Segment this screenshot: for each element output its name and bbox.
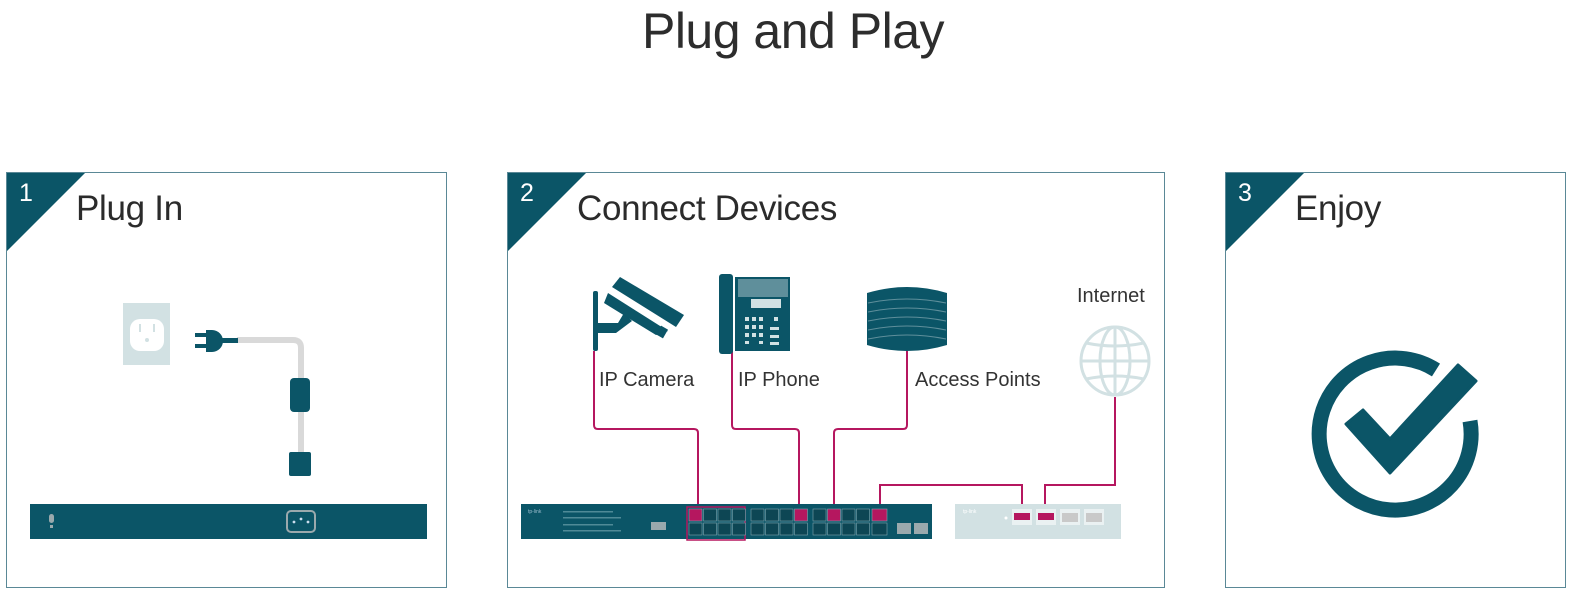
- device-label-internet: Internet: [1077, 285, 1145, 307]
- step-corner-badge: [508, 173, 586, 251]
- ethernet-port: [750, 508, 765, 522]
- ethernet-port: [750, 522, 765, 536]
- ethernet-port: [688, 522, 703, 536]
- connect-devices-illustration: IP Camera IP Phone Access Points Interne…: [521, 274, 1151, 541]
- step-card-connect-devices: 2 Connect Devices: [507, 172, 1165, 588]
- ip-camera-icon: [593, 277, 684, 351]
- phone-cable: [731, 351, 800, 511]
- ethernet-port: [717, 508, 732, 522]
- ethernet-port: [779, 508, 794, 522]
- access-point-icon: [867, 287, 947, 351]
- plug-in-illustration: [30, 303, 427, 539]
- uplink-port: [871, 522, 888, 536]
- ethernet-port: [732, 508, 746, 522]
- ethernet-port: [827, 522, 841, 536]
- power-outlet-icon: [123, 303, 170, 365]
- camera-cable: [593, 351, 699, 511]
- device-label-access-points: Access Points: [915, 369, 1041, 391]
- switch-rear-panel: [30, 504, 427, 539]
- step-title: Plug In: [76, 189, 183, 228]
- step-number: 1: [19, 179, 33, 207]
- internet-cable: [1044, 397, 1116, 513]
- ethernet-port: [794, 522, 808, 536]
- ethernet-port: [717, 522, 732, 536]
- ethernet-cables: [593, 351, 1116, 513]
- ethernet-port: [688, 508, 703, 522]
- device-label-ip-camera: IP Camera: [599, 369, 695, 391]
- ip-phone-icon: [719, 274, 790, 354]
- ferrite-bead-icon: [290, 378, 310, 412]
- globe-icon: [1079, 325, 1151, 397]
- power-cable-icon: [237, 337, 304, 463]
- ethernet-port: [812, 522, 827, 536]
- uplink-port: [871, 508, 888, 522]
- page-title: Plug and Play: [641, 3, 945, 59]
- ethernet-port: [856, 508, 870, 522]
- step-corner-badge: [7, 173, 85, 251]
- ethernet-port: [827, 508, 841, 522]
- router-icon: tp-link: [955, 504, 1121, 539]
- ethernet-port: [732, 522, 746, 536]
- step-title: Enjoy: [1295, 189, 1382, 228]
- iec-connector-icon: [289, 452, 311, 476]
- ethernet-port: [703, 508, 717, 522]
- power-inlet-icon: [286, 510, 316, 533]
- step-title: Connect Devices: [577, 189, 838, 228]
- ethernet-ports: [688, 508, 888, 536]
- ethernet-port: [856, 522, 870, 536]
- step-corner-badge: [1226, 173, 1304, 251]
- poe-switch-icon: tp-link: [521, 504, 932, 541]
- step-number: 2: [520, 179, 534, 207]
- ethernet-port: [765, 508, 779, 522]
- ethernet-port: [703, 522, 717, 536]
- step-card-enjoy: 3 Enjoy: [1225, 172, 1566, 588]
- ethernet-port: [779, 522, 794, 536]
- power-plug-icon: [195, 330, 238, 352]
- ethernet-port: [765, 522, 779, 536]
- uplink-cable: [879, 484, 1023, 513]
- ethernet-port: [841, 508, 856, 522]
- svg-text:tp-link: tp-link: [963, 509, 977, 515]
- ethernet-port: [794, 508, 808, 522]
- svg-text:tp-link: tp-link: [528, 509, 542, 515]
- ethernet-port: [841, 522, 856, 536]
- step-card-plug-in: 1 Plug In: [6, 172, 447, 588]
- ap-cable: [833, 351, 908, 511]
- check-circle-icon: [1311, 350, 1479, 518]
- step-number: 3: [1238, 179, 1252, 207]
- device-label-ip-phone: IP Phone: [738, 369, 820, 391]
- ethernet-port: [812, 508, 827, 522]
